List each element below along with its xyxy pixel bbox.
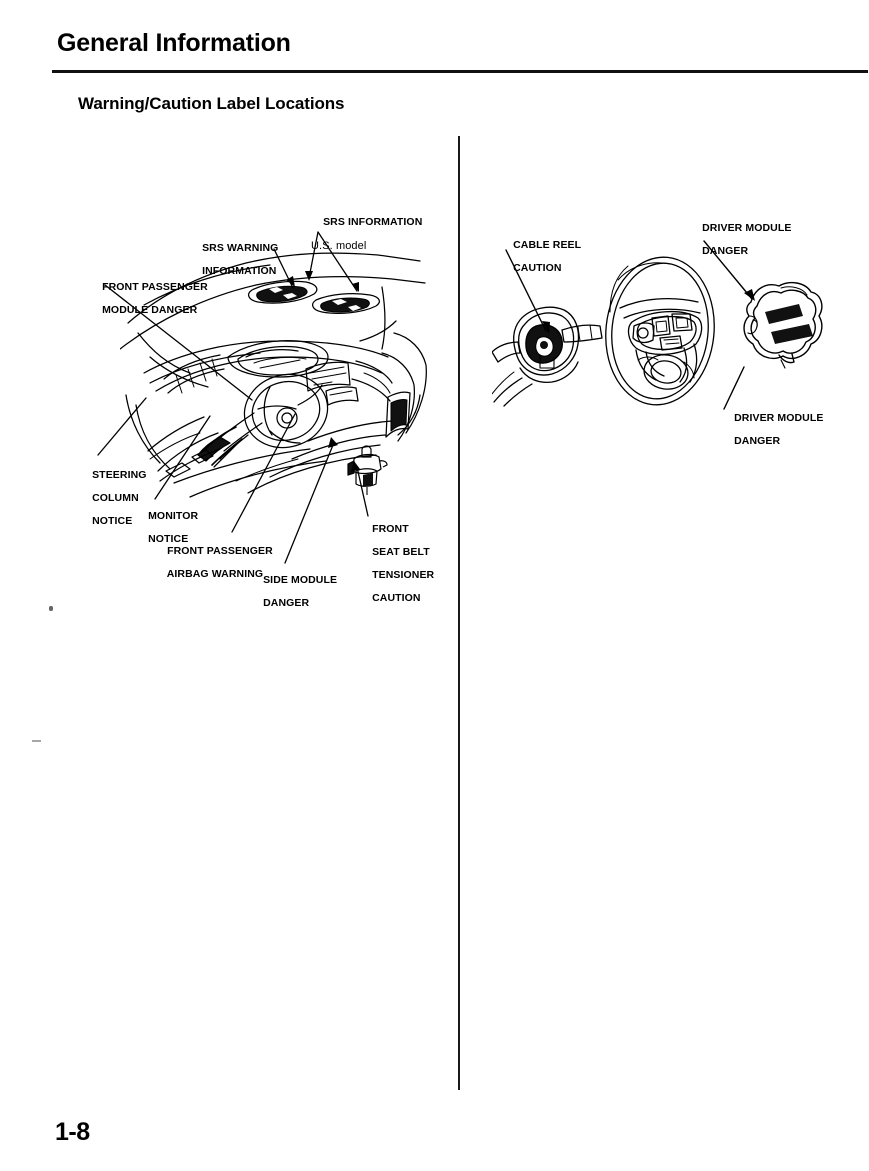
callout-line: FRONT bbox=[372, 522, 409, 535]
callout-line: INFORMATION bbox=[202, 264, 277, 277]
vehicle-interior-diagram bbox=[120, 245, 430, 505]
scan-artifact-speck bbox=[49, 606, 53, 611]
callout-line: DANGER bbox=[734, 434, 781, 447]
driver-airbag-module-drawing bbox=[743, 281, 823, 369]
callout-line: CAUTION bbox=[513, 261, 562, 274]
callout-subline: U.S. model bbox=[311, 239, 367, 252]
callout-line: TENSIONER bbox=[372, 568, 435, 581]
callout-driver-module-danger-top: DRIVER MODULE DANGER bbox=[690, 211, 791, 269]
callout-line: SIDE MODULE bbox=[263, 573, 338, 586]
scan-artifact-mark bbox=[32, 740, 41, 742]
cable-reel-drawing bbox=[492, 306, 603, 407]
callout-steering-column-notice: STEERING COLUMN NOTICE bbox=[80, 458, 147, 539]
callout-driver-module-danger-bottom: DRIVER MODULE DANGER bbox=[722, 401, 823, 459]
callout-line: DANGER bbox=[263, 596, 310, 609]
header-rule bbox=[52, 70, 868, 73]
callout-line: COLUMN bbox=[92, 491, 139, 504]
left-figure-leader-lines bbox=[97, 231, 369, 564]
callout-line: SEAT BELT bbox=[372, 545, 430, 558]
callout-line: CAUTION bbox=[372, 592, 421, 605]
chapter-title: General Information bbox=[57, 29, 291, 57]
callout-line: NOTICE bbox=[148, 532, 189, 545]
callout-line: SRS INFORMATION bbox=[323, 215, 423, 228]
cable-reel-assembly-diagram bbox=[492, 300, 608, 410]
steering-wheel-drawing bbox=[605, 256, 715, 406]
callout-line: CABLE REEL bbox=[513, 238, 582, 251]
driver-airbag-module-diagram bbox=[737, 276, 827, 376]
callout-line: DANGER bbox=[702, 244, 749, 257]
callout-line: DRIVER MODULE bbox=[702, 221, 792, 234]
callout-cable-reel-caution: CABLE REEL CAUTION bbox=[501, 228, 581, 286]
callout-line: MONITOR bbox=[148, 509, 199, 522]
callout-side-module-danger: SIDE MODULE DANGER bbox=[251, 563, 337, 621]
callout-srs-information: SRS INFORMATION U.S. model bbox=[311, 205, 422, 275]
page-number: 1-8 bbox=[55, 1118, 90, 1146]
column-divider bbox=[458, 136, 460, 1090]
callout-front-passenger-airbag-warning: FRONT PASSENGER AIRBAG WARNING bbox=[155, 534, 273, 592]
callout-line: DRIVER MODULE bbox=[734, 411, 824, 424]
callout-monitor-notice: MONITOR NOTICE bbox=[136, 499, 198, 557]
callout-line: MODULE DANGER bbox=[102, 303, 198, 316]
callout-front-seat-belt-tensioner-caution: FRONT SEAT BELT TENSIONER CAUTION bbox=[360, 512, 434, 616]
callout-line: FRONT PASSENGER bbox=[167, 544, 273, 557]
vehicle-interior-drawing bbox=[120, 252, 427, 498]
callout-line: STEERING bbox=[92, 468, 147, 481]
callout-line: AIRBAG WARNING bbox=[166, 567, 264, 580]
callout-srs-warning-information: SRS WARNING INFORMATION bbox=[190, 231, 278, 289]
right-figure-leader-lines bbox=[505, 240, 755, 410]
callout-line: SRS WARNING bbox=[202, 241, 279, 254]
section-title: Warning/Caution Label Locations bbox=[78, 94, 345, 113]
steering-wheel-diagram bbox=[598, 252, 722, 410]
callout-line: NOTICE bbox=[92, 514, 133, 527]
callout-line: FRONT PASSENGER bbox=[102, 280, 208, 293]
callout-front-passenger-module-danger: FRONT PASSENGER MODULE DANGER bbox=[90, 270, 208, 328]
